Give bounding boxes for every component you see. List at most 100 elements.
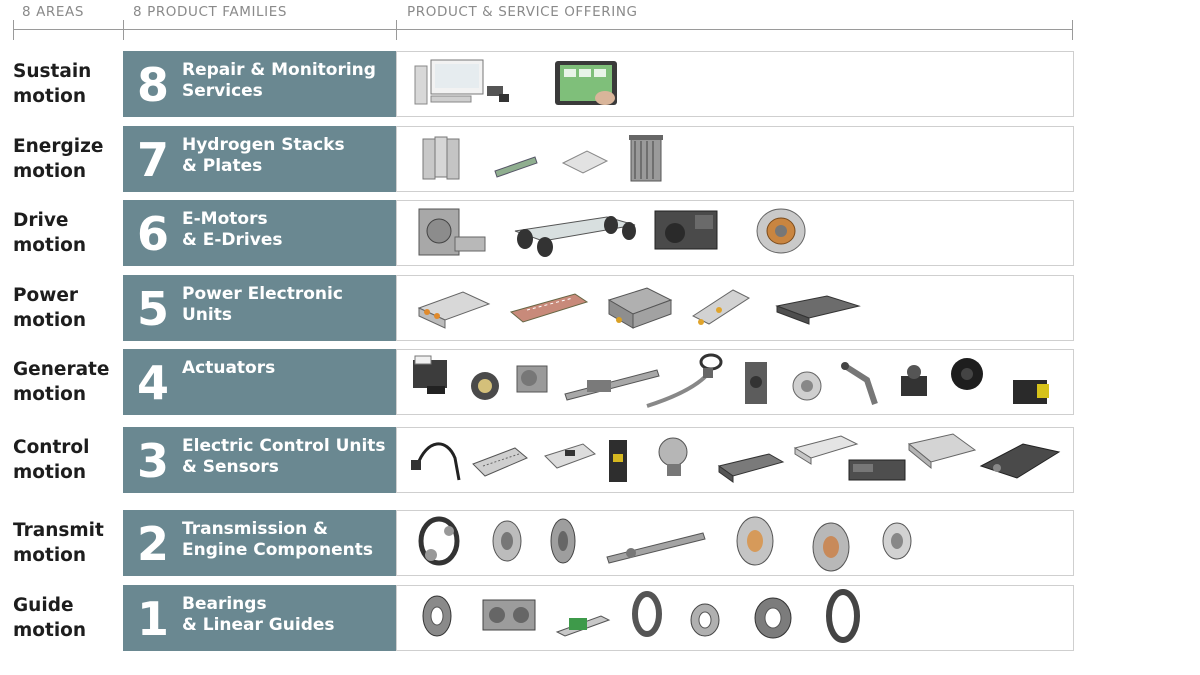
flat-plate-icon[interactable] — [561, 150, 609, 174]
area-line-2: motion — [13, 462, 87, 483]
row-sustain-motion: Sustain motion 8 Repair & Monitoring Ser… — [0, 51, 1200, 117]
family-number: 7 — [137, 133, 170, 187]
power-board-icon[interactable] — [691, 289, 751, 325]
valve-actuator-icon[interactable] — [745, 362, 767, 404]
offering-strip — [396, 427, 1074, 493]
linear-guide-icon[interactable] — [555, 615, 611, 637]
e-axle-icon[interactable] — [418, 208, 486, 256]
rotary-actuator-icon[interactable] — [792, 371, 822, 401]
area-label: Power motion — [13, 283, 121, 333]
power-module-icon[interactable] — [509, 293, 589, 323]
row-power-motion: Power motion 5 Power Electronic Units — [0, 275, 1200, 341]
area-line-1: Guide — [13, 595, 74, 616]
family-box-hydrogen[interactable]: 7 Hydrogen Stacks & Plates — [123, 126, 396, 192]
family-label-line-2: Services — [182, 81, 263, 101]
bipolar-plate-icon[interactable] — [494, 156, 538, 178]
clutch-icon[interactable] — [492, 520, 522, 562]
linear-actuator-icon[interactable] — [564, 369, 660, 401]
area-line-1: Drive — [13, 210, 69, 231]
electric-chassis-icon[interactable] — [514, 216, 636, 257]
ecu-housing-icon[interactable] — [717, 453, 785, 483]
e-motor-stator-icon[interactable] — [756, 208, 806, 254]
header-tick — [396, 20, 397, 40]
clutch-disc-icon[interactable] — [812, 522, 850, 572]
ecu-board-icon[interactable] — [472, 447, 528, 477]
pcb-icon[interactable] — [544, 443, 596, 469]
family-number: 8 — [137, 58, 170, 112]
metal-ecu-icon[interactable] — [907, 433, 977, 470]
family-box-power-electronic[interactable]: 5 Power Electronic Units — [123, 275, 396, 341]
tablet-diagnostics-icon[interactable] — [555, 61, 617, 105]
offering-strip — [396, 349, 1074, 415]
family-label: Repair & Monitoring Services — [182, 60, 376, 102]
water-pump-icon[interactable] — [951, 358, 983, 390]
area-label: Control motion — [13, 435, 121, 485]
family-label-line-1: Power Electronic — [182, 284, 343, 304]
family-label: Transmission & Engine Components — [182, 519, 373, 561]
family-box-ecu-sensors[interactable]: 3 Electric Control Units & Sensors — [123, 427, 396, 493]
header-product-families: 8 PRODUCT FAMILIES — [133, 4, 288, 20]
family-number: 4 — [137, 356, 170, 410]
slewing-ring-icon[interactable] — [826, 589, 860, 643]
pump-actuator-icon[interactable] — [413, 355, 447, 394]
family-box-transmission[interactable]: 2 Transmission & Engine Components — [123, 510, 396, 576]
mechatronic-unit-icon[interactable] — [979, 443, 1061, 479]
sensor-connector-icon[interactable] — [609, 440, 627, 482]
offering-strip — [396, 200, 1074, 266]
dual-mass-flywheel-icon[interactable] — [736, 516, 774, 566]
area-label: Guide motion — [13, 593, 121, 643]
family-box-actuators[interactable]: 4 Actuators — [123, 349, 396, 415]
shaft-icon[interactable] — [606, 532, 706, 564]
ball-bearing-icon[interactable] — [422, 595, 452, 637]
area-line-1: Sustain — [13, 61, 92, 82]
family-label-line-2: & E-Drives — [182, 230, 283, 250]
area-line-1: Energize — [13, 136, 104, 157]
family-label-line-1: Electric Control Units — [182, 436, 386, 456]
family-label-line-2: & Plates — [182, 156, 263, 176]
spherical-bearing-icon[interactable] — [754, 597, 792, 639]
family-label-line-1: Repair & Monitoring — [182, 60, 376, 80]
offering-strip — [396, 510, 1074, 576]
area-line-2: motion — [13, 235, 87, 256]
area-line-2: motion — [13, 161, 87, 182]
row-control-motion: Control motion 3 Electric Control Units … — [0, 427, 1200, 493]
brake-actuator-icon[interactable] — [901, 365, 927, 396]
family-box-bearings[interactable]: 1 Bearings & Linear Guides — [123, 585, 396, 651]
roller-bearing-icon[interactable] — [690, 603, 720, 637]
ecu-box-icon[interactable] — [848, 459, 906, 481]
family-box-repair-monitoring[interactable]: 8 Repair & Monitoring Services — [123, 51, 396, 117]
family-number: 1 — [137, 592, 170, 646]
bearing-assembly-icon[interactable] — [482, 599, 536, 631]
family-label-line-1: Bearings — [182, 594, 267, 614]
control-housing-icon[interactable] — [775, 295, 861, 325]
area-line-1: Power — [13, 285, 79, 306]
monitoring-workstation-icon[interactable] — [414, 59, 509, 105]
belt-drive-icon[interactable] — [418, 516, 460, 566]
hydrogen-stack-module-icon[interactable] — [422, 136, 460, 180]
connector-actuator-icon[interactable] — [1013, 380, 1049, 404]
offering-strip — [396, 51, 1074, 117]
family-label-line-1: Actuators — [182, 358, 276, 378]
row-guide-motion: Guide motion 1 Bearings & Linear Guides — [0, 585, 1200, 651]
torque-converter-icon[interactable] — [550, 518, 576, 564]
arm-actuator-icon[interactable] — [841, 362, 878, 405]
family-number: 5 — [137, 282, 170, 336]
control-module-icon[interactable] — [793, 435, 859, 465]
inverter-icon[interactable] — [417, 291, 491, 329]
converter-box-icon[interactable] — [607, 287, 673, 329]
row-drive-motion: Drive motion 6 E-Motors & E-Drives — [0, 200, 1200, 266]
gear-actuator-icon[interactable] — [516, 365, 548, 393]
deep-groove-bearing-icon[interactable] — [632, 591, 662, 637]
area-line-1: Generate — [13, 359, 110, 380]
family-box-e-motors[interactable]: 6 E-Motors & E-Drives — [123, 200, 396, 266]
header-tick — [13, 20, 14, 40]
sensor-cable-icon[interactable] — [411, 442, 461, 481]
fuel-cell-stack-icon[interactable] — [629, 135, 663, 182]
area-line-1: Transmit — [13, 520, 104, 541]
area-label: Sustain motion — [13, 59, 121, 109]
motor-actuator-icon[interactable] — [471, 372, 499, 400]
pulley-icon[interactable] — [882, 522, 912, 560]
steering-column-icon[interactable] — [646, 353, 723, 408]
e-drive-unit-icon[interactable] — [654, 210, 718, 250]
position-sensor-icon[interactable] — [658, 437, 688, 476]
